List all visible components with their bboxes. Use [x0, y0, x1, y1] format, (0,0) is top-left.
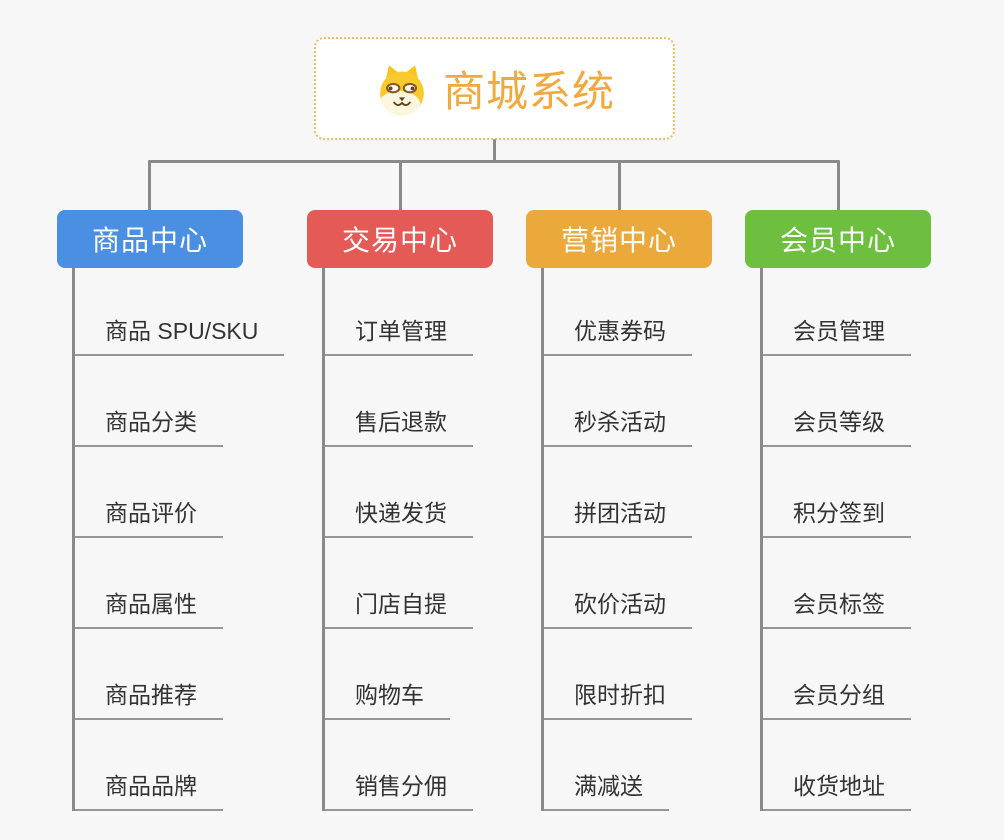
- connector-drop: [399, 160, 402, 211]
- connector-drop: [148, 160, 151, 211]
- child-item-label: 订单管理: [355, 318, 447, 344]
- branch-2: 营销中心 优惠券码秒杀活动拼团活动砍价活动限时折扣满减送: [526, 210, 712, 811]
- child-item[interactable]: 商品品牌: [75, 720, 223, 811]
- root-node[interactable]: 商城系统: [314, 37, 675, 140]
- connector-drop: [837, 160, 840, 211]
- child-item[interactable]: 售后退款: [325, 356, 473, 447]
- child-item[interactable]: 限时折扣: [544, 629, 692, 720]
- child-item-label: 商品推荐: [105, 682, 197, 708]
- connector-drop: [618, 160, 621, 211]
- child-item-label: 会员标签: [793, 591, 885, 617]
- child-item-label: 商品属性: [105, 591, 197, 617]
- child-item-label: 限时折扣: [574, 682, 666, 708]
- branch-0: 商品中心 商品 SPU/SKU 商品分类商品评价商品属性商品推荐商品品牌: [57, 210, 285, 811]
- child-item[interactable]: 积分签到: [763, 447, 911, 538]
- child-item[interactable]: 会员管理: [763, 268, 911, 356]
- branch-children: 订单管理售后退款快递发货门店自提购物车销售分佣: [322, 268, 473, 811]
- child-item[interactable]: 满减送: [544, 720, 669, 811]
- child-item-label: 收货地址: [793, 773, 885, 799]
- child-item[interactable]: 订单管理: [325, 268, 473, 356]
- child-item-label: 商品 SPU/SKU: [105, 318, 259, 344]
- child-item[interactable]: 快递发货: [325, 447, 473, 538]
- child-item[interactable]: 商品评价: [75, 447, 223, 538]
- child-item-label: 商品评价: [105, 500, 197, 526]
- connector-horizontal-bar: [148, 160, 840, 163]
- child-item-label: 快递发货: [355, 500, 447, 526]
- child-item-label: 砍价活动: [574, 591, 666, 617]
- branch-box-0[interactable]: 商品中心: [57, 210, 243, 268]
- child-item-label: 秒杀活动: [574, 409, 666, 435]
- child-item-label: 商品品牌: [105, 773, 197, 799]
- child-item[interactable]: 拼团活动: [544, 447, 692, 538]
- connector-root-stem: [493, 139, 496, 163]
- branch-box-1[interactable]: 交易中心: [307, 210, 493, 268]
- child-item[interactable]: 门店自提: [325, 538, 473, 629]
- child-item[interactable]: 会员标签: [763, 538, 911, 629]
- child-item-label: 会员分组: [793, 682, 885, 708]
- child-item-label: 优惠券码: [574, 318, 666, 344]
- child-item[interactable]: 秒杀活动: [544, 356, 692, 447]
- child-item[interactable]: 砍价活动: [544, 538, 692, 629]
- child-item-label: 满减送: [574, 773, 643, 799]
- child-item[interactable]: 销售分佣: [325, 720, 473, 811]
- branch-box-3[interactable]: 会员中心: [745, 210, 931, 268]
- child-item-label: 商品分类: [105, 409, 197, 435]
- branch-1: 交易中心 订单管理售后退款快递发货门店自提购物车销售分佣: [307, 210, 493, 811]
- child-item[interactable]: 商品属性: [75, 538, 223, 629]
- branch-children: 商品 SPU/SKU 商品分类商品评价商品属性商品推荐商品品牌: [72, 268, 285, 811]
- branch-3: 会员中心 会员管理会员等级积分签到会员标签会员分组收货地址: [745, 210, 931, 811]
- shiba-dog-icon: [374, 61, 430, 117]
- child-item[interactable]: 会员等级: [763, 356, 911, 447]
- child-item[interactable]: 商品分类: [75, 356, 223, 447]
- child-item-label: 会员等级: [793, 409, 885, 435]
- child-item-label: 拼团活动: [574, 500, 666, 526]
- branch-children: 优惠券码秒杀活动拼团活动砍价活动限时折扣满减送: [541, 268, 692, 811]
- child-item-label: 销售分佣: [355, 773, 447, 799]
- child-item[interactable]: 商品推荐: [75, 629, 223, 720]
- child-item[interactable]: 优惠券码: [544, 268, 692, 356]
- branch-children: 会员管理会员等级积分签到会员标签会员分组收货地址: [760, 268, 911, 811]
- child-item-label: 购物车: [355, 682, 424, 708]
- child-item-label: 售后退款: [355, 409, 447, 435]
- root-title: 商城系统: [442, 68, 615, 115]
- child-item[interactable]: 收货地址: [763, 720, 911, 811]
- child-item-label: 门店自提: [355, 591, 447, 617]
- child-item[interactable]: 购物车: [325, 629, 450, 720]
- child-item[interactable]: 商品 SPU/SKU: [75, 268, 285, 356]
- branch-box-2[interactable]: 营销中心: [526, 210, 712, 268]
- child-item-label: 积分签到: [793, 500, 885, 526]
- child-item[interactable]: 会员分组: [763, 629, 911, 720]
- child-item-label: 会员管理: [793, 318, 885, 344]
